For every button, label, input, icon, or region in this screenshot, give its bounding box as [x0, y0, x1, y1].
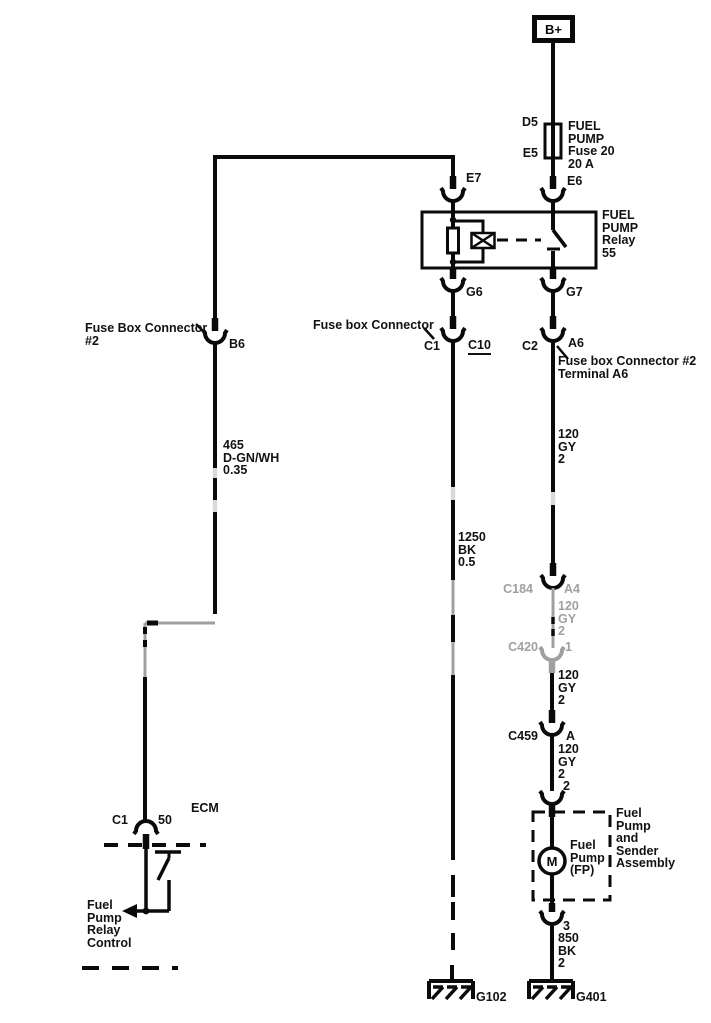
relay-coil-symbol [446, 226, 460, 255]
relay-description: FUEL PUMP Relay 55 [602, 208, 639, 260]
fusebox-callout: Fuse box Connector [313, 318, 434, 332]
ecm-driver-switch-symbol [155, 850, 181, 911]
connector-cup-pump-in [538, 789, 566, 806]
callout-tick-fusebox2 [195, 323, 205, 333]
fusebox2-callout: Fuse Box Connector #2 [85, 321, 208, 348]
terminal-g6-label: G6 [466, 285, 483, 299]
relay-actuator-symbol [470, 231, 496, 250]
fuse-description: FUEL PUMP Fuse 20 20 A [568, 119, 615, 171]
ground-g102-label: G102 [476, 990, 507, 1004]
connector-cup-c184 [539, 573, 567, 590]
pump-assembly-callout: Fuel Pump and Sender Assembly [616, 806, 676, 871]
terminal-a4-label: A4 [564, 582, 580, 596]
connector-cup-c459 [538, 720, 566, 737]
connector-cup-g6 [439, 276, 467, 293]
pump-in-terminal-label: 2 [563, 779, 570, 793]
terminal-g7-label: G7 [566, 285, 583, 299]
terminal-a6-label: A6 [568, 336, 584, 350]
wire-label-850-bk: 850 BK 2 [558, 931, 579, 971]
ecm-terminal-50-label: 50 [158, 813, 172, 827]
connector-cup-c420 [538, 645, 566, 662]
terminal-1-label: 1 [565, 640, 572, 654]
callout-tick-a6 [556, 345, 569, 360]
ground-symbol-g102 [427, 979, 475, 1001]
wire-label-120-gy-d: 120 GY 2 [558, 742, 579, 782]
wire-label-120-gy-a: 120 GY 2 [558, 427, 579, 467]
terminal-b6-label: B6 [229, 337, 245, 351]
terminal-c2-label: C2 [522, 339, 538, 353]
fusebox2-a6-callout: Fuse box Connector #2 Terminal A6 [558, 354, 697, 381]
connector-cup-e7 [439, 186, 467, 203]
ground-g401-label: G401 [576, 990, 607, 1004]
terminal-e6-label: E6 [567, 174, 583, 188]
wire-label-120-gy-c: 120 GY 2 [558, 668, 579, 708]
relay-coil-feed-wire [213, 155, 455, 318]
connector-cup-c1-c10 [439, 326, 467, 343]
terminal-a-label: A [566, 729, 576, 743]
connector-c184-label: C184 [503, 582, 533, 596]
ecm-label: ECM [191, 801, 219, 815]
signal-arrow-icon [122, 904, 137, 918]
connector-c459-label: C459 [508, 729, 538, 743]
wire-label-465-dgnwh: 465 D-GN/WH 0.35 [223, 438, 280, 478]
ground-symbol-g401 [527, 979, 575, 1001]
connector-cup-e6 [539, 186, 567, 203]
fuse-terminal-top-label: D5 [522, 115, 538, 129]
relay-switch-blade [551, 228, 568, 249]
fuel-pump-label: Fuel Pump (FP) [570, 838, 605, 878]
pump-out-terminal-label: 3 [563, 919, 570, 933]
ecm-terminal-c1-label: C1 [112, 813, 128, 827]
connector-cup-pump-out [538, 909, 566, 926]
fuse-symbol [543, 122, 563, 160]
connector-cup-c2-a6 [539, 326, 567, 343]
connector-c420-label: C420 [508, 640, 538, 654]
connector-cup-g7 [539, 276, 567, 293]
terminal-c10-label: C10 [468, 338, 491, 355]
fuel-pump-relay-symbol [420, 201, 598, 270]
terminal-c1-label: C1 [424, 339, 440, 353]
fuel-pump-assembly-box [531, 810, 612, 902]
ecm-boundary-dashed [82, 843, 206, 970]
motor-m-label: M [546, 853, 558, 869]
battery-positive-terminal: B+ [532, 15, 575, 43]
fuel-pump-relay-control-label: Fuel Pump Relay Control [87, 898, 132, 950]
wire-label-1250-bk: 1250 BK 0.5 [458, 530, 486, 570]
watermark-artifact [212, 468, 556, 512]
callout-tick-fusebox [423, 327, 435, 340]
relay-ground-wire [450, 341, 455, 980]
fuse-terminal-bottom-label: E5 [522, 146, 538, 160]
connector-cup-ecm [132, 819, 160, 836]
wire-label-120-gy-b: 120 GY 2 [558, 599, 579, 639]
faded-wire-jog [143, 621, 215, 677]
terminal-e7-label: E7 [466, 171, 482, 185]
